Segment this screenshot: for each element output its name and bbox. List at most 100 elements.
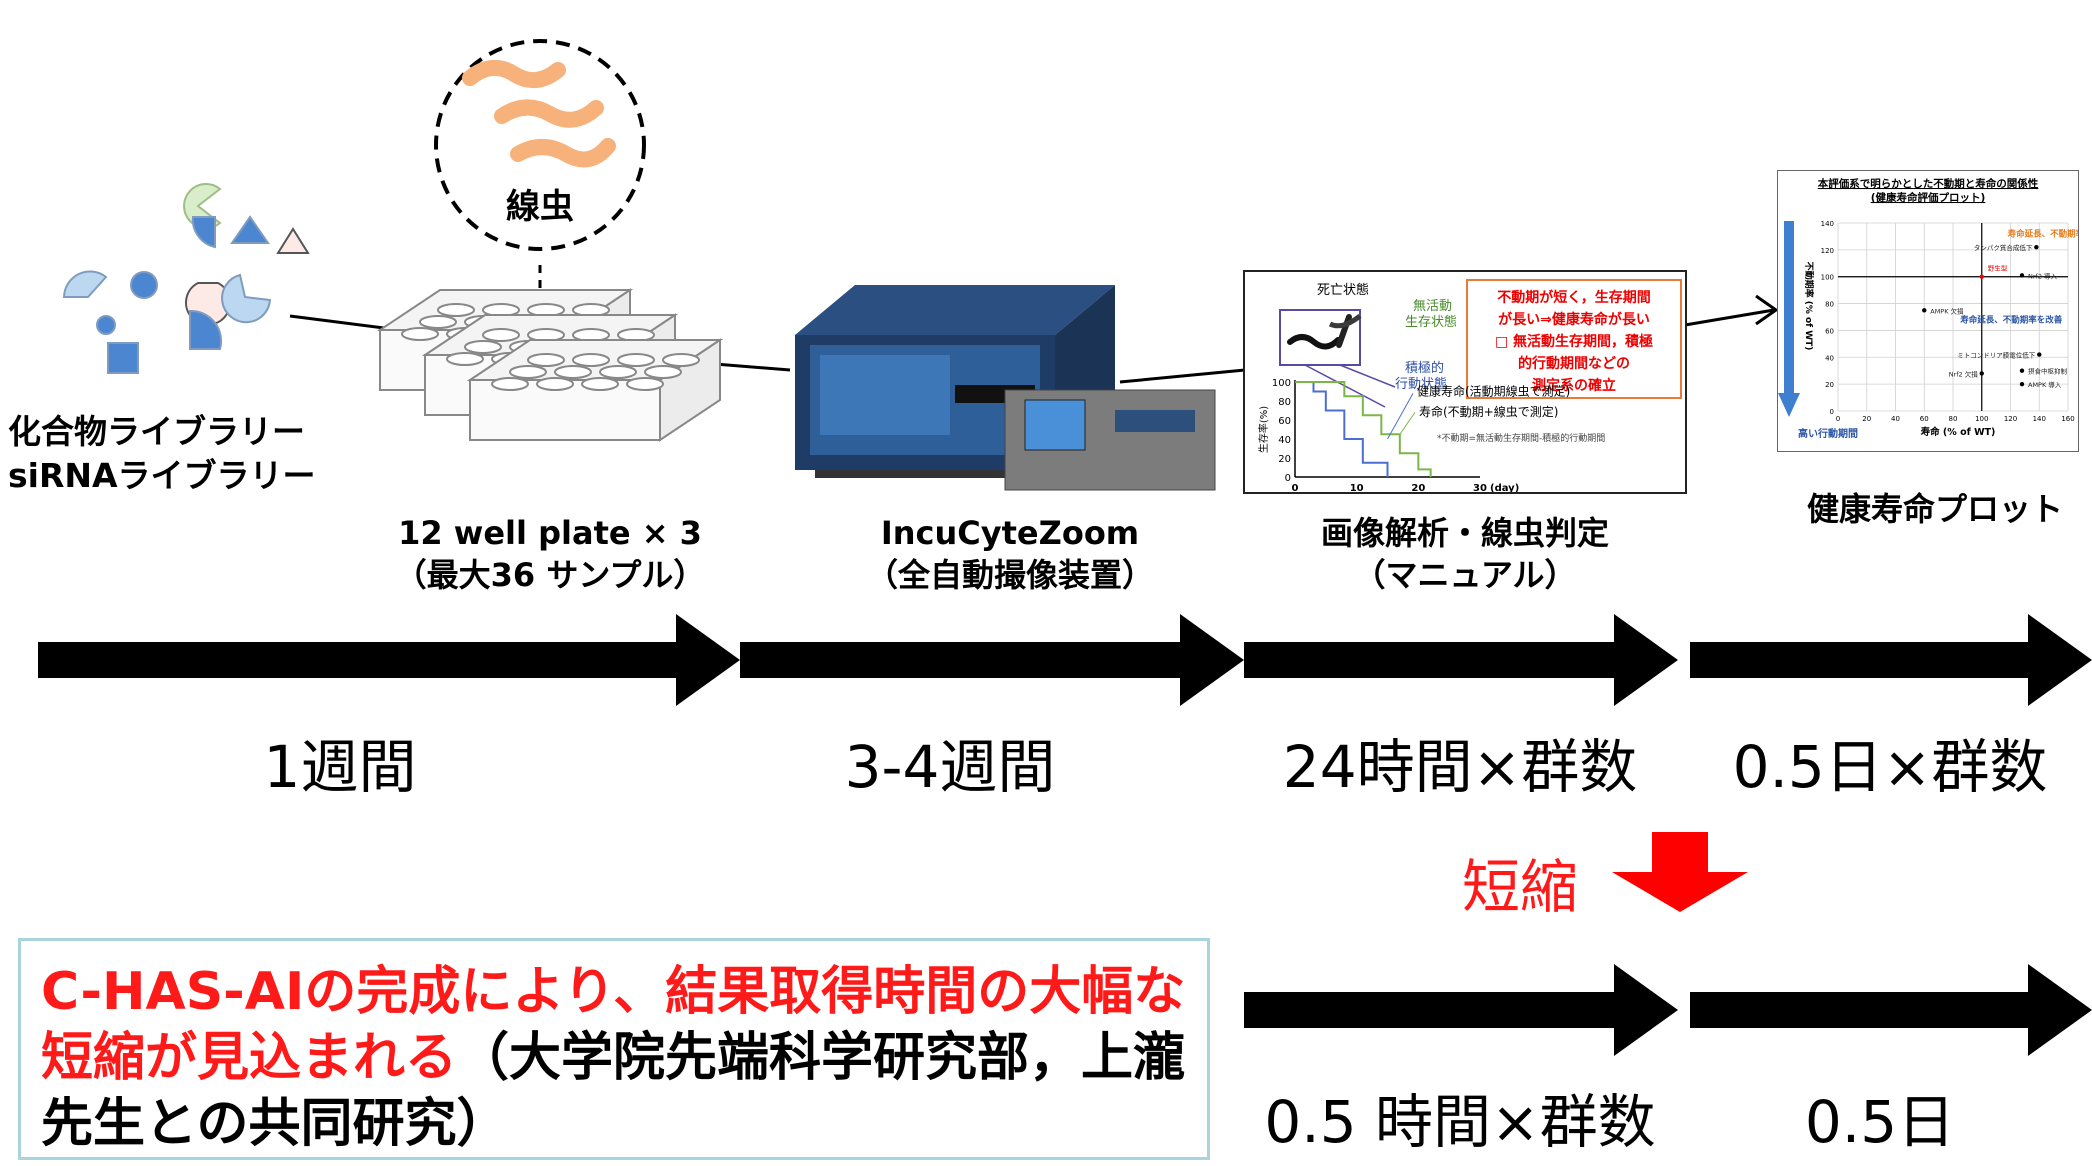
plot-ylabel: 不動期率 (% of WT) [1803, 262, 1815, 351]
well [626, 377, 664, 391]
new-duration-1: 0.5 時間×群数 [1264, 1088, 1656, 1156]
y-tick: 0 [1285, 473, 1291, 484]
plot-point-label: AMPK 導入 [2028, 380, 2062, 389]
analysis-label-line1: 画像解析・線虫判定 [1320, 514, 1609, 552]
survival-ylabel: 生存率(%) [1257, 406, 1270, 453]
x-tick: 10 [1350, 483, 1364, 492]
analysis-label: 画像解析・線虫判定 （マニュアル） [1250, 512, 1680, 596]
new-duration-2: 0.5日 [1804, 1088, 1956, 1156]
inactive-label-1: 無活動 [1413, 299, 1452, 314]
plot-xlabel: 寿命 (% of WT) [1921, 426, 1996, 438]
plot-x-tick: 80 [1949, 415, 1958, 423]
callout-box [1466, 279, 1682, 399]
well [572, 353, 610, 367]
plot-label: 健康寿命プロット [1806, 490, 2063, 528]
plot-y-tick: 0 [1830, 408, 1834, 416]
well [482, 328, 520, 342]
plot-point [2034, 244, 2039, 250]
timeline-new-arrow-1 [1244, 964, 1678, 1056]
y-tick: 40 [1278, 435, 1291, 446]
plot-point [2019, 381, 2025, 387]
plot-point-label: タンパク質合成低下 [1974, 243, 2033, 252]
well [527, 353, 565, 367]
annot-top: 寿命延長、不動期率は変化なし [2007, 228, 2078, 239]
incucyte-label: IncuCyteZoom （全自動撮像装置） [820, 512, 1200, 596]
well [662, 353, 700, 367]
plot-point-label: Nrf2 導入 [2028, 271, 2058, 280]
plot-y-tick: 20 [1825, 381, 1834, 389]
timeline-arrow-2 [740, 614, 1244, 706]
y-tick: 20 [1278, 454, 1291, 465]
plot-point [2019, 273, 2025, 278]
plate-label: 12 well plate × 3 （最大36 サンプル） [380, 512, 720, 596]
annot-mid: 寿命延長、不動期率を改善 [1959, 314, 2063, 325]
plot-x-tick: 20 [1862, 415, 1871, 423]
incucyte-label-line1: IncuCyteZoom [880, 514, 1140, 552]
well-plate-image [376, 288, 724, 442]
timeline-current [38, 614, 2092, 706]
note-text: C-HAS-AIの完成により、結果取得時間の大幅な短縮が見込まれる（大学院先端科… [41, 959, 1201, 1157]
plot-point-label: AMPK 欠損 [1930, 306, 1964, 315]
well-plate [466, 338, 724, 442]
plot-x-tick: 140 [2033, 415, 2046, 423]
y-tick: 60 [1278, 416, 1291, 427]
healthspan-plot: 本評価系で明らかとした不動期と寿命の関係性 (健康寿命評価プロット) 高い行動期… [1778, 177, 2092, 440]
plot-x-tick: 100 [1975, 415, 1988, 423]
plot-y-tick: 60 [1825, 327, 1834, 335]
plot-title-1: 本評価系で明らかとした不動期と寿命の関係性 [1818, 177, 2039, 190]
well [617, 353, 655, 367]
well [437, 303, 475, 317]
plot-x-tick: 40 [1891, 415, 1900, 423]
timeline-new [1244, 964, 2092, 1056]
callout-line: 不動期が短く，生存期間 [1497, 289, 1651, 306]
plot-y-tick: 100 [1821, 274, 1834, 282]
callout-line: □ 無活動生存期間，積極 [1495, 333, 1653, 350]
well [491, 377, 529, 391]
callout-line: が長い⇒健康寿命が長い [1498, 311, 1650, 328]
library-label: 化合物ライブラリー siRNAライブラリー [8, 410, 338, 498]
duration-4: 0.5日×群数 [1732, 733, 2048, 801]
library-label-line1: 化合物ライブラリー [8, 412, 305, 451]
plot-title-2: (健康寿命評価プロット) [1871, 191, 1986, 204]
plot-x-tick: 160 [2061, 415, 2074, 423]
plot-point [1922, 308, 1927, 313]
plate-label-line2: （最大36 サンプル） [394, 556, 706, 594]
legend-2: 寿命(不動期+線虫で測定) [1419, 404, 1558, 419]
well [446, 352, 484, 366]
callout-line: 的行動期間などの [1518, 355, 1630, 372]
lifespan-curve [1295, 381, 1432, 477]
duration-1: 1週間 [263, 733, 417, 801]
active-label-1: 積極的 [1405, 360, 1444, 376]
compound-library-icon [62, 183, 310, 374]
library-label-line2: siRNAライブラリー [8, 456, 316, 495]
plot-y-tick: 80 [1825, 301, 1834, 309]
plot-point-label: Nrf2 欠損 [1949, 369, 1979, 378]
duration-2: 3-4週間 [844, 733, 1056, 801]
timeline-arrow-3 [1244, 614, 1678, 706]
activity-arrow-head [1778, 393, 1800, 417]
worm-label: 線虫 [506, 187, 574, 227]
shorten-arrow-icon [1612, 832, 1748, 912]
timeline-arrow-1 [38, 614, 740, 706]
legend-1: 健康寿命(活動期線虫で測定) [1417, 383, 1570, 398]
inactive-label-2: 生存状態 [1405, 314, 1457, 330]
analysis-label-line2: （マニュアル） [1353, 556, 1577, 594]
timeline-arrow-4 [1690, 614, 2092, 706]
duration-3: 24時間×群数 [1282, 733, 1638, 801]
y-tick: 80 [1278, 397, 1291, 408]
x-tick: 20 [1411, 483, 1425, 492]
plot-y-tick: 40 [1825, 354, 1834, 362]
plot-x-tick: 0 [1836, 415, 1840, 423]
activity-arrow-shaft [1784, 221, 1794, 399]
analysis-panel: 死亡状態 無活動 生存状態 積極的 行動状態 不動期が短く，生存期間が長い⇒健康… [1243, 270, 1687, 494]
well [536, 377, 574, 391]
well [401, 327, 439, 341]
arrow-label: 高い行動期間 [1798, 427, 1858, 440]
legend-leader-1 [1387, 393, 1414, 440]
well [581, 377, 619, 391]
plot-point [2037, 352, 2042, 357]
worm-circle: 線虫 [434, 39, 646, 251]
plot-point-label: 摂食中枢抑制 [2028, 367, 2068, 376]
plot-point [2019, 368, 2025, 373]
healthspan-curve [1295, 381, 1389, 477]
